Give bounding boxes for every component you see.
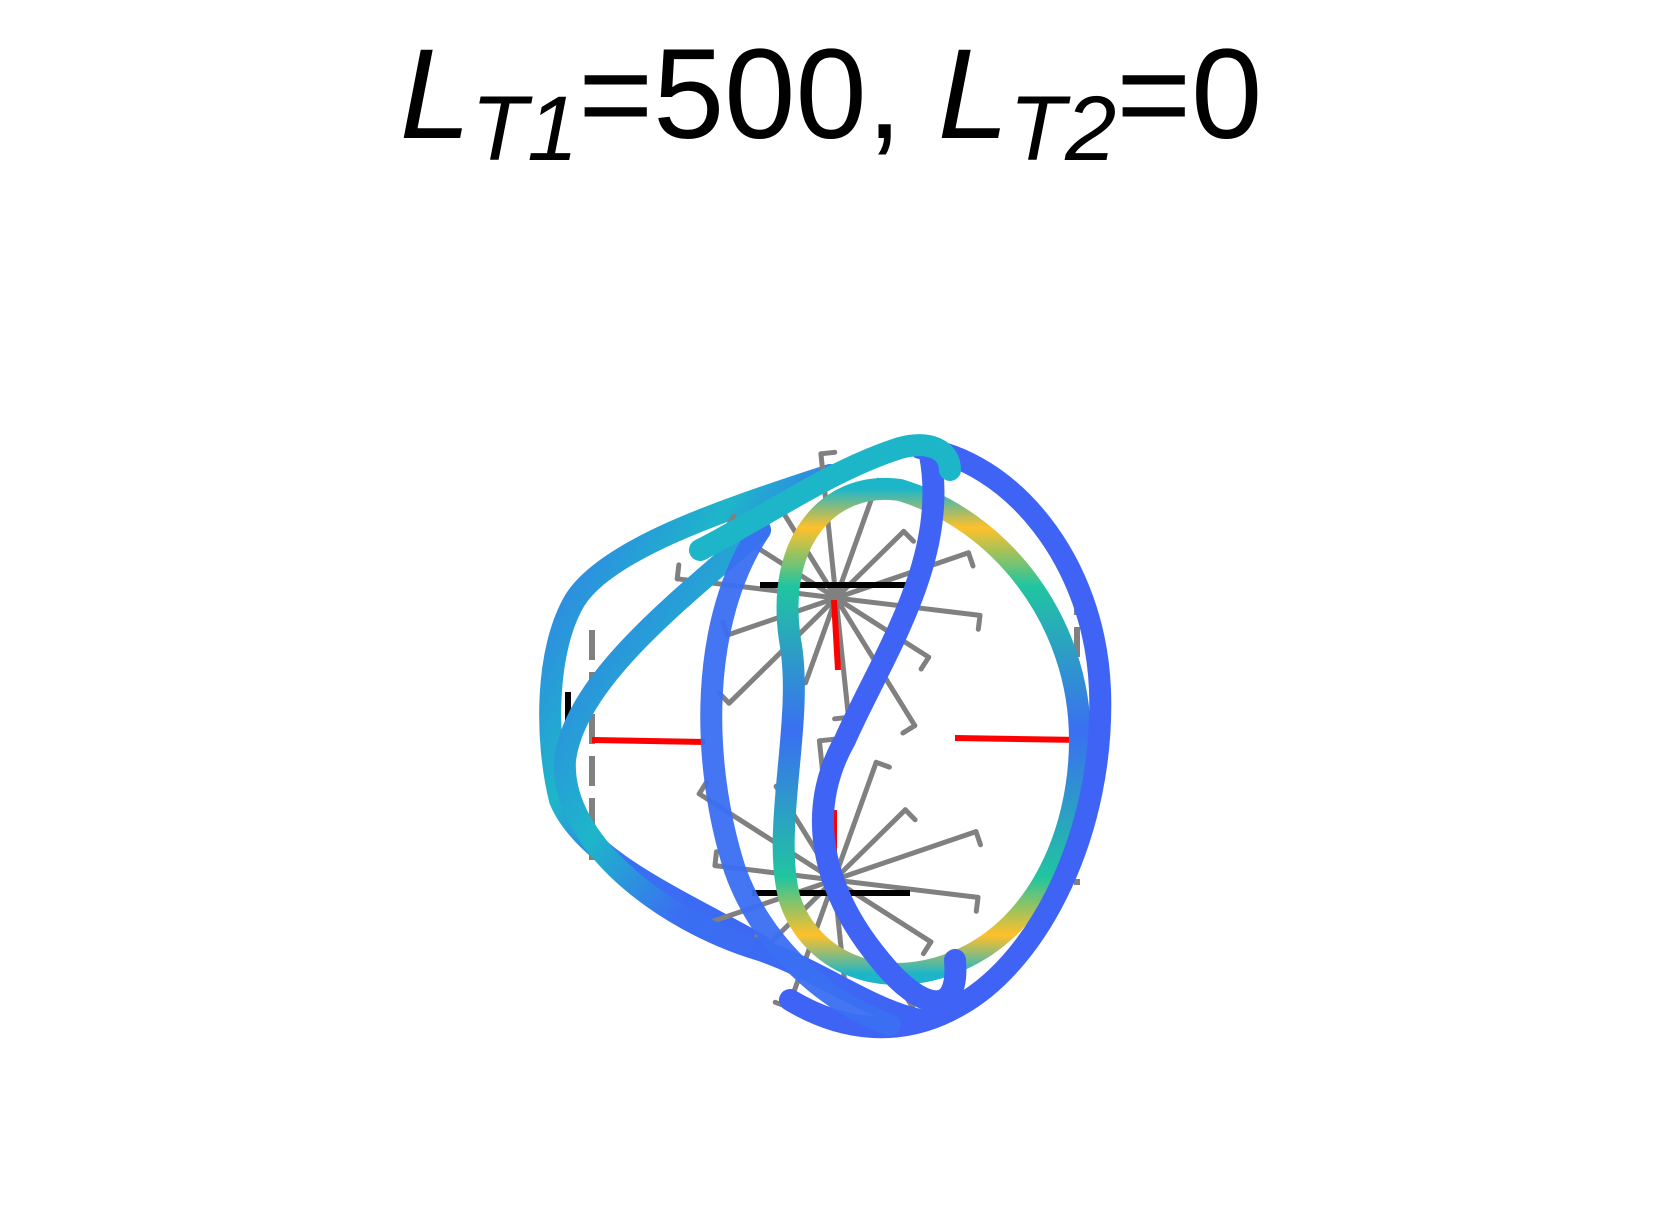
tube-front-crossing-strand (812, 444, 967, 1013)
top-red-marker (831, 599, 841, 671)
spoke (833, 595, 932, 660)
spoke-hook (900, 723, 918, 736)
lt2-value: =0 (1116, 23, 1263, 166)
tube-back-crossing-strand (700, 519, 901, 1036)
left-red-marker (591, 737, 706, 745)
spoke-hook (920, 939, 934, 957)
spoke-hook (975, 612, 983, 632)
figure-title: LT1=500, LT2=0 (0, 0, 1662, 240)
lt1-value: =500, (578, 23, 903, 166)
lt1-subscript: T1 (470, 78, 579, 180)
spoke-hook (973, 894, 981, 914)
lt1-symbol: L (399, 23, 471, 166)
tube-top-arc (689, 434, 961, 561)
spoke (833, 550, 971, 601)
spoke (831, 759, 879, 883)
spoke (831, 829, 979, 883)
spoke-hook (674, 562, 682, 582)
spoke-hook (901, 528, 916, 544)
spoke (831, 807, 908, 883)
spoke-hook (873, 759, 892, 770)
spoke (803, 595, 839, 686)
lt2-subscript: T2 (1008, 78, 1117, 180)
spoke-hook (918, 654, 932, 672)
spoke (689, 877, 837, 931)
spoke-hook (712, 849, 719, 869)
spoke-hook (966, 550, 976, 569)
right-red-marker (954, 735, 1083, 743)
lt2-symbol: L (937, 23, 1009, 166)
spoke-hook (902, 807, 918, 823)
spoke-hook (973, 829, 983, 848)
tube-inner-ring (772, 477, 1092, 985)
spoke-hook (816, 736, 836, 744)
spoke (833, 595, 851, 720)
spoke-hook (818, 449, 838, 457)
spoke (831, 877, 981, 900)
